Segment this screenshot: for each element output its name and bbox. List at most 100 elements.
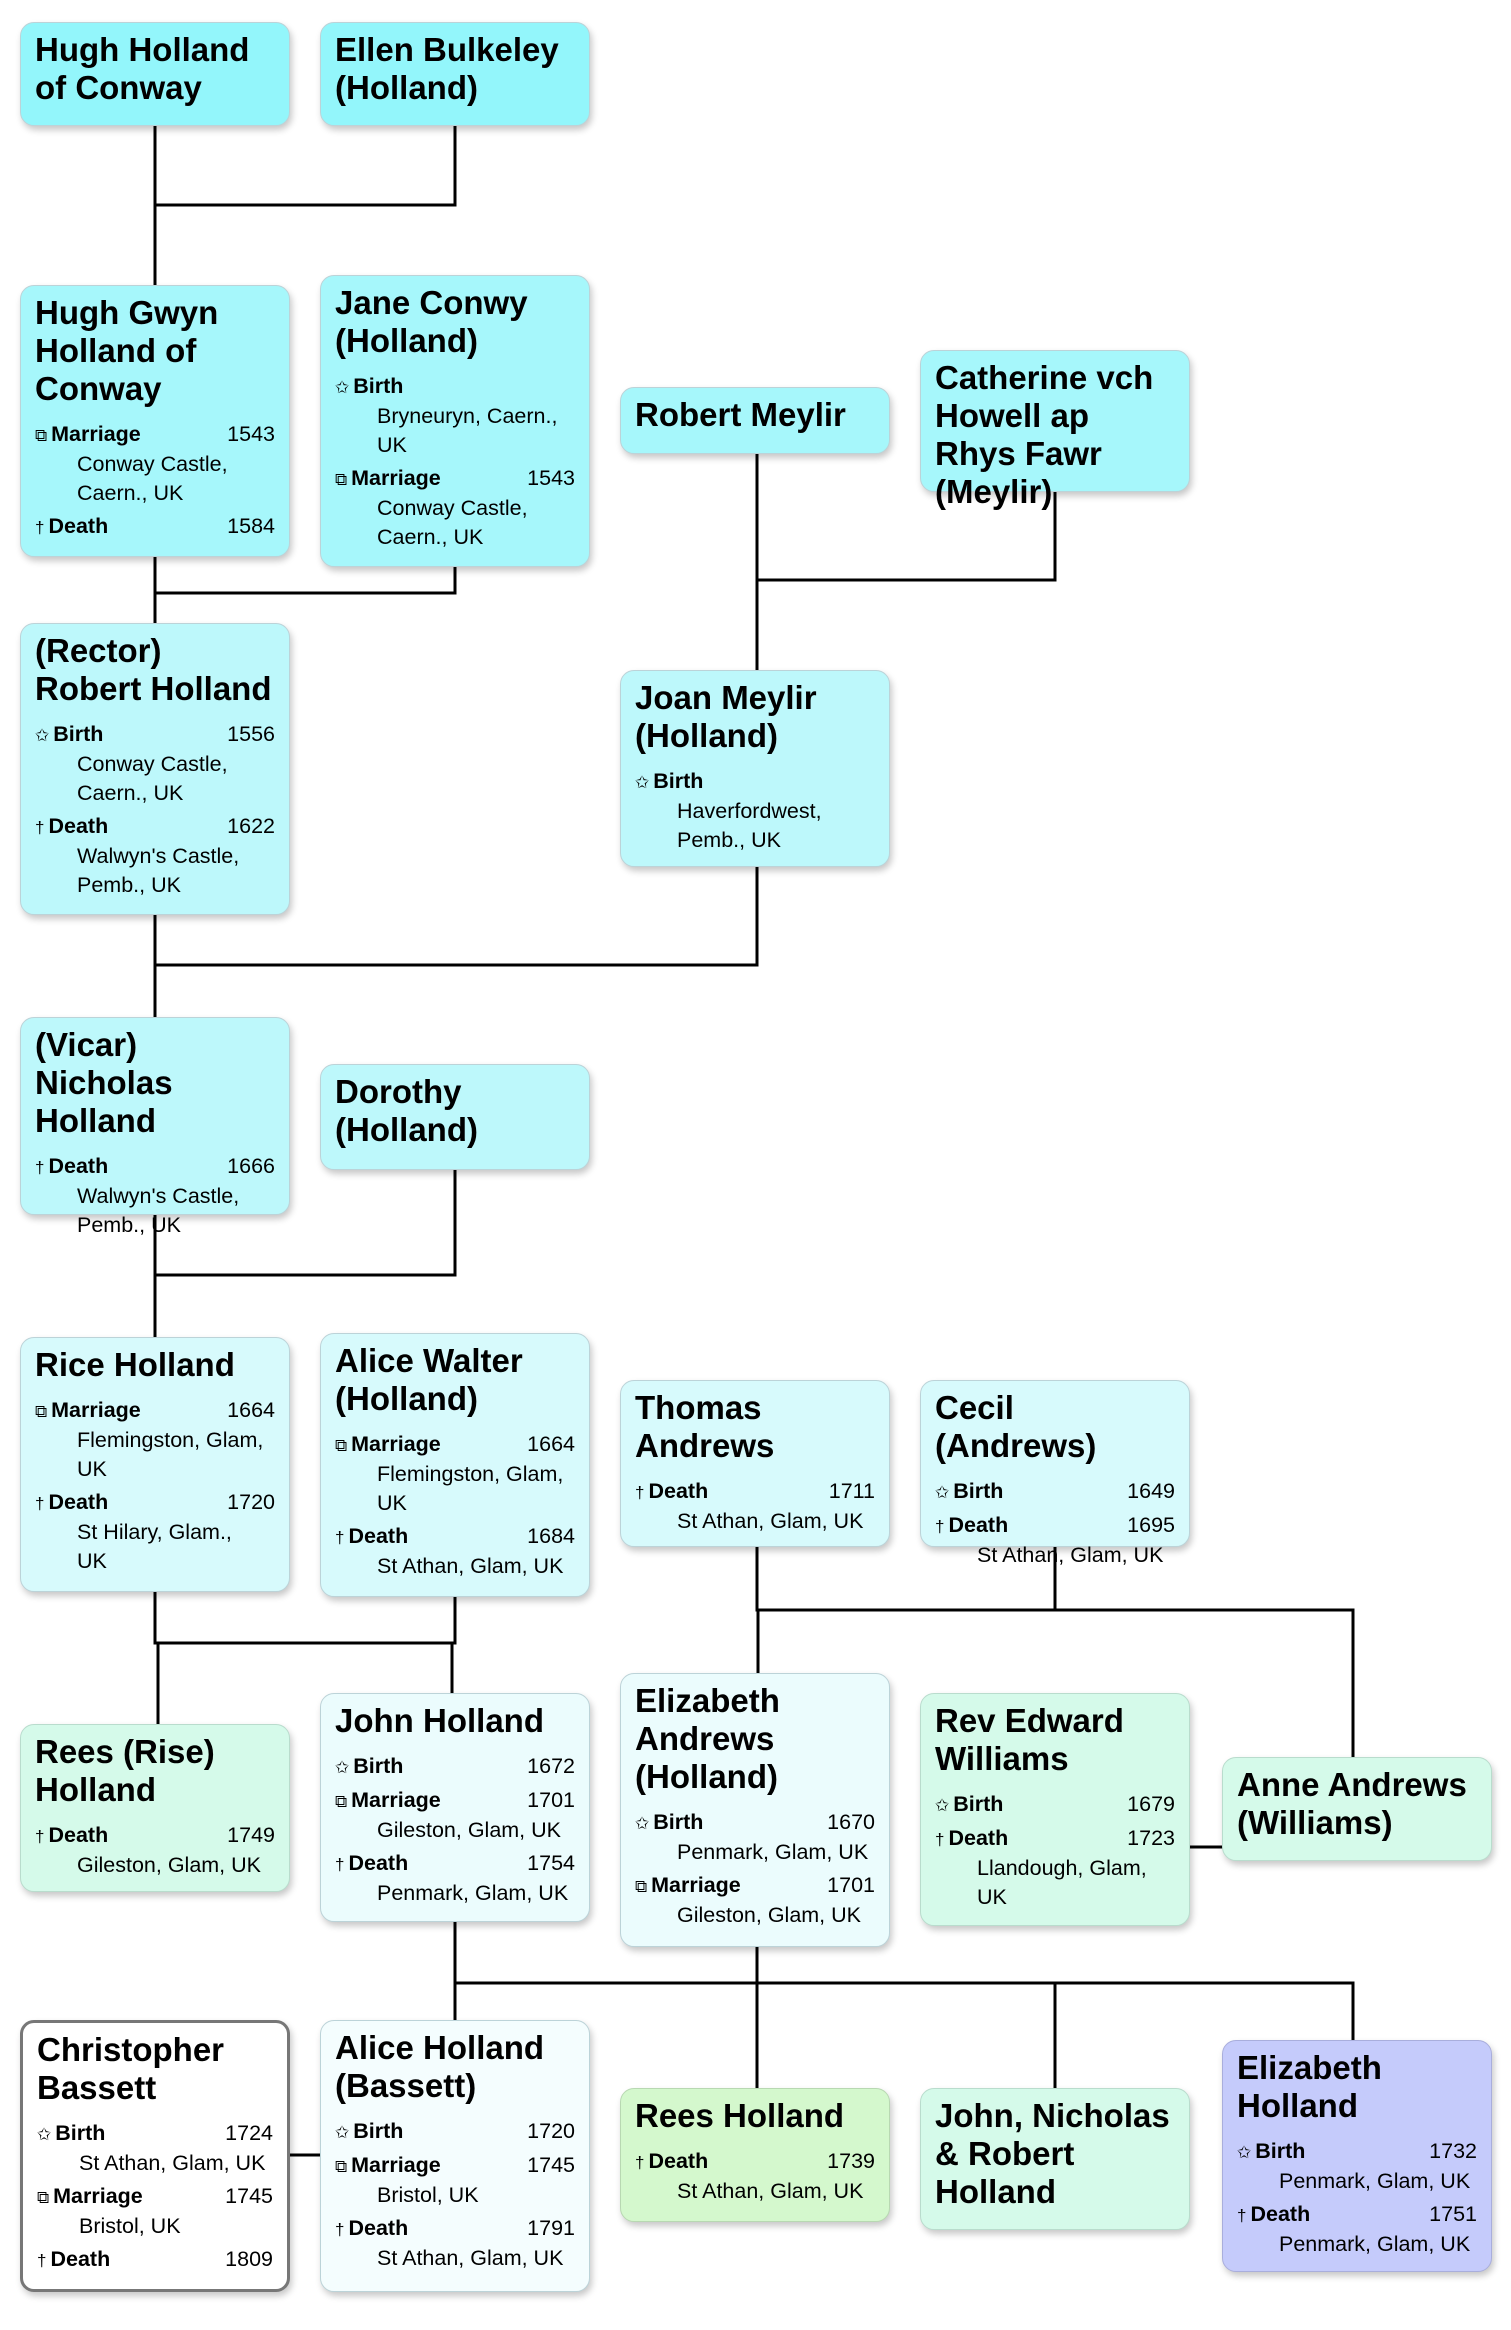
birth-icon: ✩ [335,378,350,397]
event-year: 1666 [227,1154,275,1178]
event-type: ✩Birth [635,767,703,797]
event-header: ✩Birth [635,767,875,797]
birth-icon: ✩ [335,1758,350,1777]
event-place: Pemb., UK [77,873,181,897]
event-type-label: Death [48,1154,109,1178]
event-year: 1751 [1429,2202,1477,2226]
event-place: Penmark, Glam, UK [1279,2169,1471,2193]
person-card-ellen-bulkeley[interactable]: Ellen Bulkeley (Holland) [320,22,590,126]
event-year: 1749 [227,1823,275,1847]
death-icon: † [635,1483,645,1502]
person-name: Elizabeth Andrews (Holland) [635,1682,780,1795]
event-year: 1679 [1127,1792,1175,1816]
person-name: Dorothy (Holland) [335,1073,478,1148]
death-icon: † [335,1528,345,1547]
event-place: St Athan, Glam, UK [377,1554,564,1578]
event-type-label: Death [48,1490,109,1514]
event-place: Flemingston, Glam, [77,1428,264,1452]
person-card-john-nicholas-robert-holland[interactable]: John, Nicholas & Robert Holland [920,2088,1190,2230]
event-type-label: Death [48,1823,109,1847]
event-place: UK [377,433,407,457]
event-type: ✩Birth [1237,2137,1305,2167]
person-card-hugh-holland[interactable]: Hugh Holland of Conway [20,22,290,126]
event-type-label: Birth [1255,2139,1306,2163]
event-year: 1543 [527,466,575,490]
event-type: ⧉Marriage [35,1396,141,1426]
event-type-label: Marriage [51,422,141,446]
marriage-icon: ⧉ [335,1436,348,1455]
connector-line [153,553,457,627]
event-year: 1809 [225,2247,273,2271]
event-place: Caern., UK [77,781,184,805]
event-place: St Hilary, Glam., [77,1520,232,1544]
event-type-label: Marriage [53,2184,143,2208]
person-card-dorothy[interactable]: Dorothy (Holland) [320,1064,590,1170]
event-type-label: Marriage [351,1788,441,1812]
event-place: UK [77,1549,107,1573]
event-place: St Athan, Glam, UK [977,1543,1164,1567]
person-name: Rees (Rise) Holland [35,1733,215,1808]
event-place: UK [977,1885,1007,1909]
event-type-label: Death [48,514,109,538]
person-name: Elizabeth Holland [1237,2049,1382,2124]
event-type-label: Death [348,2216,409,2240]
event-type-label: Death [948,1826,1009,1850]
event-type-label: Marriage [351,1432,441,1456]
event-type: ⧉Marriage [335,2151,441,2181]
event-type-label: Death [348,1851,409,1875]
birth-icon: ✩ [635,1814,650,1833]
person-card-robert-meylir[interactable]: Robert Meylir [620,387,890,454]
event-year: 1584 [227,514,275,538]
event-year: 1701 [827,1873,875,1897]
event-place: Gileston, Glam, UK [77,1853,261,1877]
event-type: †Death [35,812,108,842]
person-card-anne-andrews[interactable]: Anne Andrews (Williams) [1222,1757,1492,1861]
death-icon: † [1237,2206,1247,2225]
event-place: Walwyn's Castle, [77,844,240,868]
death-icon: † [35,1158,45,1177]
person-card-catherine-meylir[interactable]: Catherine vch Howell ap Rhys Fawr (Meyli… [920,350,1190,510]
event-place: Gileston, Glam, UK [677,1903,861,1927]
connector-line [755,1543,1355,1759]
death-icon: † [35,818,45,837]
event-type: †Death [335,2214,408,2244]
event-type: ✩Birth [35,720,103,750]
